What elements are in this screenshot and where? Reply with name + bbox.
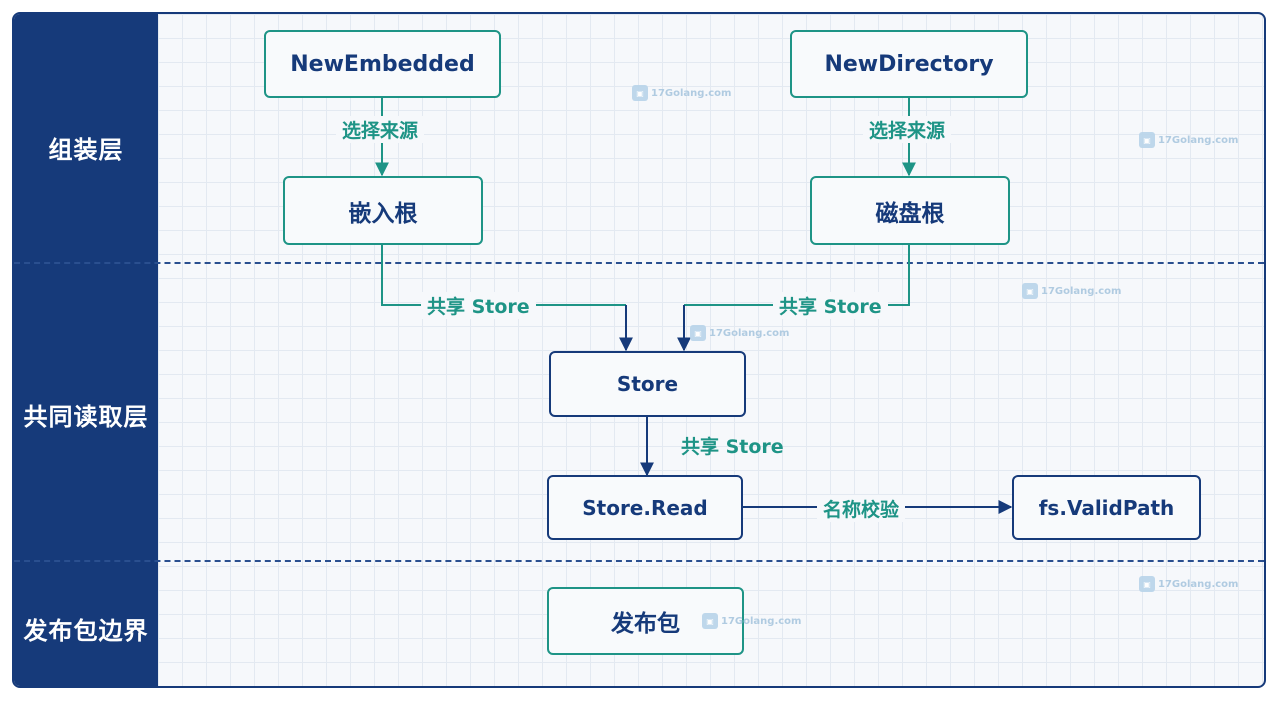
watermark-1: ▣ 17Golang.com bbox=[632, 85, 731, 101]
watermark-logo-icon: ▣ bbox=[702, 613, 718, 629]
watermark-logo-icon: ▣ bbox=[1139, 576, 1155, 592]
watermark-text: 17Golang.com bbox=[1041, 285, 1122, 297]
layer-sidebar bbox=[14, 14, 158, 686]
watermark-logo-icon: ▣ bbox=[1022, 283, 1038, 299]
watermark-logo-icon: ▣ bbox=[632, 85, 648, 101]
node-store-read: Store.Read bbox=[547, 475, 743, 540]
edge-label-share-store-right: 共享 Store bbox=[773, 292, 888, 319]
edge-disk-root-store bbox=[684, 245, 910, 306]
watermark-logo-icon: ▣ bbox=[1139, 132, 1155, 148]
node-disk-root: 磁盘根 bbox=[810, 176, 1010, 245]
edge-label-share-store-down: 共享 Store bbox=[681, 436, 784, 458]
watermark-4: ▣ 17Golang.com bbox=[690, 325, 789, 341]
watermark-text: 17Golang.com bbox=[721, 615, 802, 627]
layer-label-assembly: 组装层 bbox=[48, 136, 124, 164]
node-newdirectory: NewDirectory bbox=[790, 30, 1028, 98]
lane-divider-1 bbox=[14, 262, 1264, 264]
watermark-text: 17Golang.com bbox=[709, 327, 790, 339]
watermark-2: ▣ 17Golang.com bbox=[1139, 132, 1238, 148]
edge-label-select-source-right: 选择来源 bbox=[863, 116, 952, 143]
edge-embedded-root-store bbox=[381, 245, 626, 306]
watermark-text: 17Golang.com bbox=[1158, 134, 1239, 146]
diagram-frame: 组装层 共同读取层 发布包边界 bbox=[12, 12, 1266, 688]
watermark-logo-icon: ▣ bbox=[690, 325, 706, 341]
watermark-5: ▣ 17Golang.com bbox=[1139, 576, 1238, 592]
watermark-text: 17Golang.com bbox=[651, 87, 732, 99]
node-newembedded: NewEmbedded bbox=[264, 30, 501, 98]
node-embedded-root: 嵌入根 bbox=[283, 176, 483, 245]
layer-label-shared-read: 共同读取层 bbox=[23, 403, 149, 431]
watermark-3: ▣ 17Golang.com bbox=[1022, 283, 1121, 299]
node-store: Store bbox=[549, 351, 746, 417]
edge-label-share-store-left: 共享 Store bbox=[421, 292, 536, 319]
lane-divider-2 bbox=[14, 560, 1264, 562]
watermark-6: ▣ 17Golang.com bbox=[702, 613, 801, 629]
edge-label-name-check: 名称校验 bbox=[817, 495, 906, 522]
node-fs-validpath: fs.ValidPath bbox=[1012, 475, 1201, 540]
edge-label-select-source-left: 选择来源 bbox=[336, 116, 425, 143]
watermark-text: 17Golang.com bbox=[1158, 578, 1239, 590]
layer-label-release: 发布包边界 bbox=[23, 617, 149, 645]
